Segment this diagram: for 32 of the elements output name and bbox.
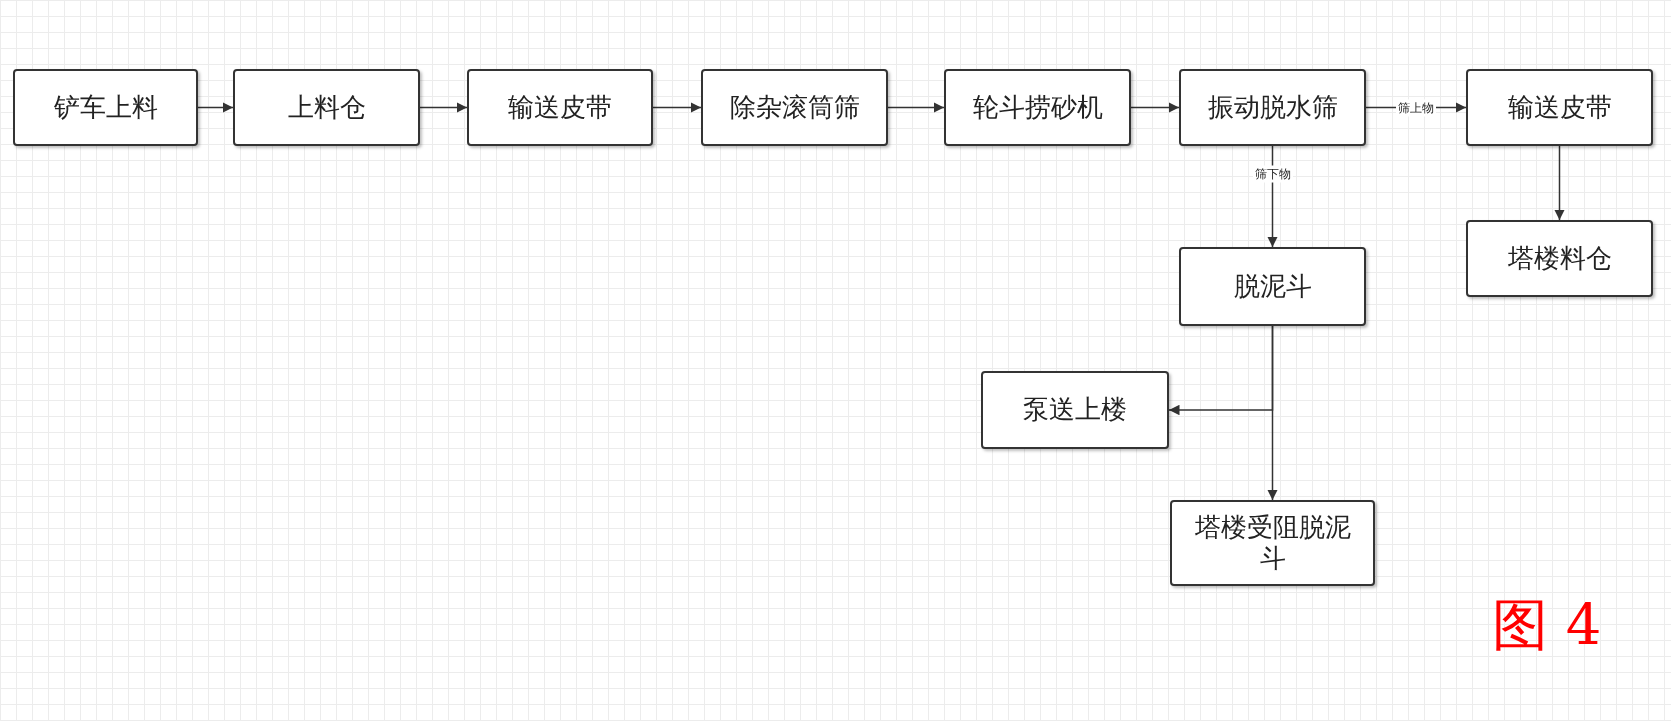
arrow bbox=[1130, 102, 1180, 113]
arrow bbox=[887, 102, 945, 113]
node-label: 塔楼受阻脱泥斗 bbox=[1193, 511, 1352, 575]
node-label: 塔楼料仓 bbox=[1507, 242, 1612, 275]
node-label: 输送皮带 bbox=[1507, 91, 1612, 124]
node-label: 输送皮带 bbox=[508, 91, 612, 124]
process-box bbox=[981, 371, 1169, 449]
edge-label: 筛下物 bbox=[1252, 165, 1293, 183]
node-label: 除杂滚筒筛 bbox=[729, 91, 860, 124]
arrow bbox=[1267, 325, 1278, 501]
process-box bbox=[701, 69, 888, 146]
figure-number: 图 4 bbox=[1492, 591, 1602, 659]
process-box bbox=[467, 69, 653, 146]
arrow bbox=[419, 102, 468, 113]
node-label: 泵送上楼 bbox=[1023, 394, 1127, 426]
node-label: 脱泥斗 bbox=[1233, 270, 1312, 303]
process-box bbox=[1466, 220, 1653, 297]
process-box bbox=[1179, 247, 1366, 326]
node-label: 振动脱水筛 bbox=[1207, 91, 1338, 124]
edge-label: 筛上物 bbox=[1396, 99, 1436, 116]
process-box bbox=[1170, 500, 1375, 586]
process-box bbox=[944, 69, 1131, 146]
node-label: 上料仓 bbox=[287, 91, 366, 124]
node-label: 铲车上料 bbox=[53, 91, 158, 124]
node-label: 轮斗捞砂机 bbox=[972, 91, 1103, 124]
process-box bbox=[233, 69, 420, 146]
process-box bbox=[1179, 69, 1366, 146]
arrow bbox=[197, 102, 234, 113]
arrow bbox=[1554, 145, 1565, 221]
process-box bbox=[13, 69, 198, 146]
process-box bbox=[1466, 69, 1653, 146]
arrow bbox=[652, 102, 702, 113]
